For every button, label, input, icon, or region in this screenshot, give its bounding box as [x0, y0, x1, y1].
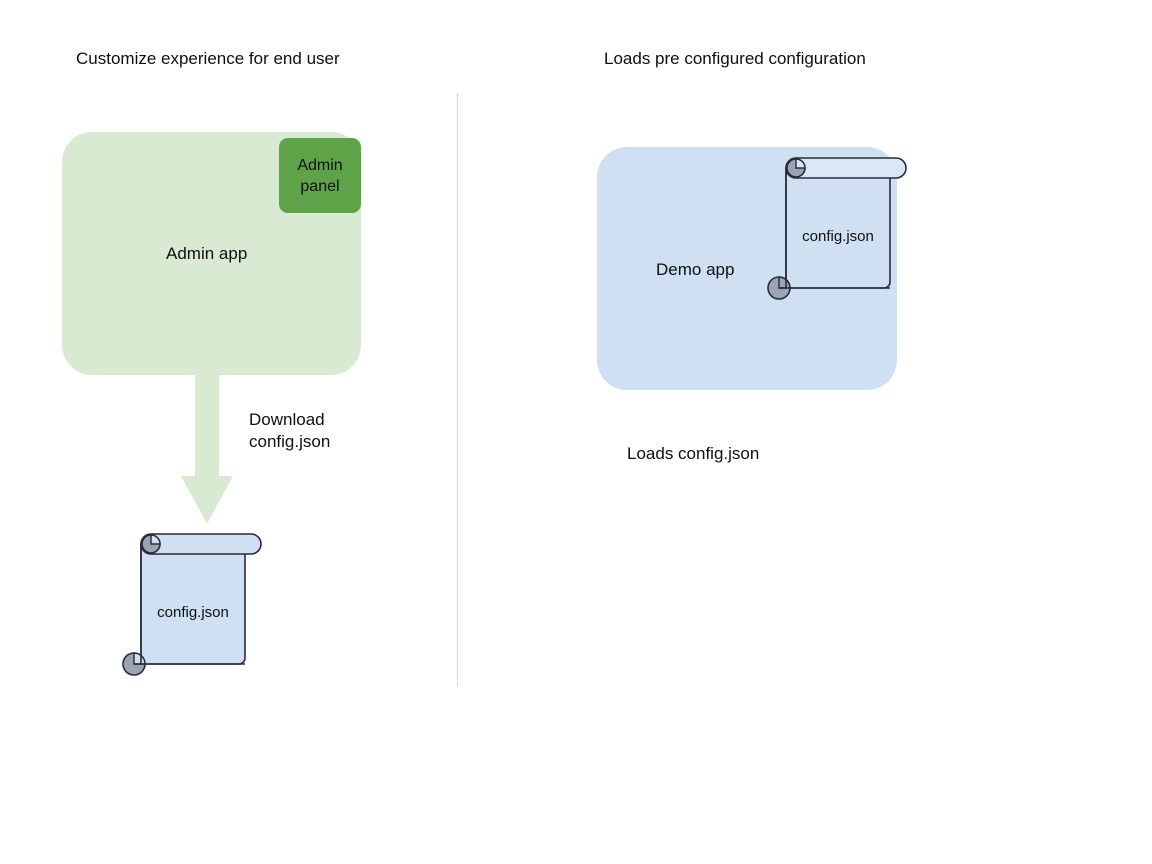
left-column-heading: Customize experience for end user — [76, 49, 340, 68]
vertical-dotted-divider — [457, 94, 458, 686]
admin-panel-label: Admin panel — [297, 156, 343, 195]
admin-app-label: Admin app — [166, 244, 248, 263]
admin-panel-box[interactable]: Admin panel — [279, 138, 361, 213]
config-json-document-left[interactable]: config.json — [120, 528, 268, 694]
config-json-label-right: config.json — [802, 228, 874, 245]
right-column-heading: Loads pre configured configuration — [604, 49, 866, 68]
demo-app-label: Demo app — [656, 260, 735, 279]
demo-app-container: Demo app — [597, 147, 897, 390]
scroll-shape-icon — [767, 157, 907, 300]
loads-config-caption: Loads config.json — [627, 444, 760, 463]
download-arrow-label: Download config.json — [249, 410, 331, 451]
config-json-document-right[interactable]: config.json — [765, 152, 913, 308]
scroll-shape-icon — [122, 533, 262, 676]
config-json-label-left: config.json — [157, 604, 229, 621]
download-arrow-icon — [181, 372, 233, 524]
